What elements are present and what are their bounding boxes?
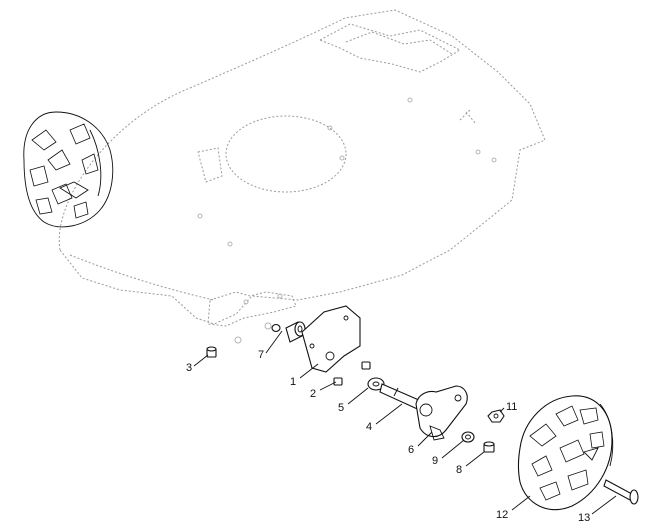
callout-12: 12 — [496, 509, 508, 521]
part-8-bolt — [483, 441, 495, 453]
callout-1: 1 — [290, 376, 296, 388]
callout-6: 6 — [408, 444, 414, 456]
callout-3: 3 — [186, 362, 192, 374]
callout-7: 7 — [258, 349, 264, 361]
mower-deck-ghost — [58, 9, 546, 344]
callout-4: 4 — [366, 421, 372, 433]
leader-lines — [193, 330, 617, 515]
callout-2: 2 — [310, 388, 316, 400]
part-12-wheel — [517, 395, 614, 511]
part-5-pivot — [367, 377, 385, 391]
callout-11: 11 — [506, 401, 517, 413]
callout-labels: 3 7 1 2 5 4 6 9 8 11 12 13 — [186, 349, 590, 524]
callout-9: 9 — [432, 455, 438, 467]
callout-5: 5 — [338, 402, 344, 414]
callout-13: 13 — [578, 512, 590, 524]
part-13-bolt — [603, 479, 639, 505]
part-6-bracket — [415, 385, 468, 441]
part-2-bolt — [333, 361, 371, 386]
callout-8: 8 — [456, 464, 462, 476]
part-9-washer — [461, 431, 475, 443]
rear-wheel-ghost — [23, 111, 114, 228]
part-1-adjuster-plate — [301, 305, 361, 373]
part-11-nut — [487, 409, 505, 423]
part-7-bushing — [271, 321, 306, 343]
part-3-bolt — [206, 346, 217, 358]
